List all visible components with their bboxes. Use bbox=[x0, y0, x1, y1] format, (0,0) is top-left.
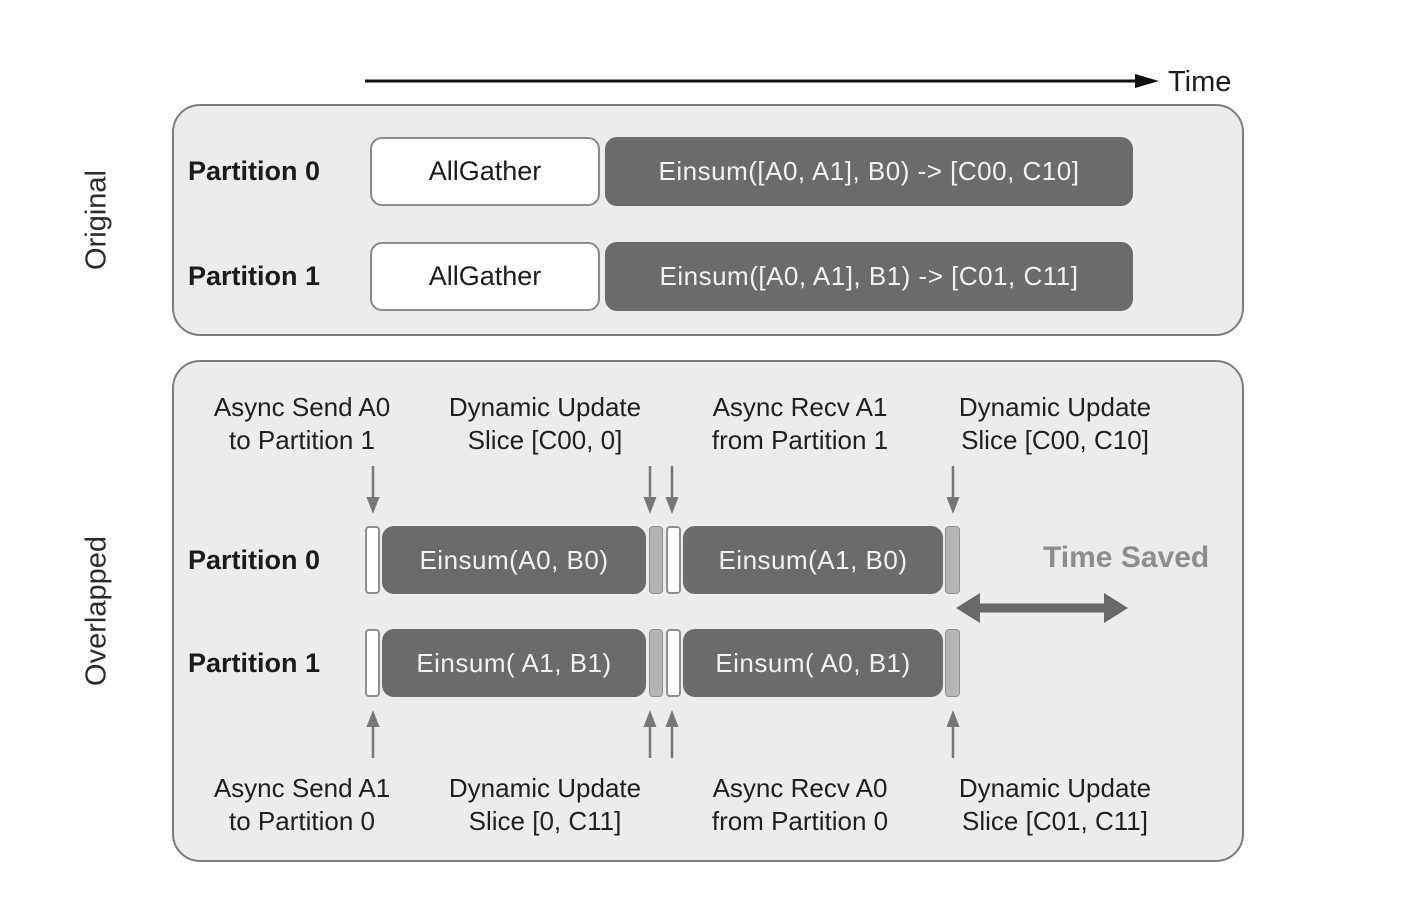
overlapped-p0-async-send-sliver bbox=[365, 526, 380, 594]
annotation-line: to Partition 0 bbox=[229, 806, 375, 836]
overlapped-p0-async-recv-sliver bbox=[666, 526, 681, 594]
annotation-line: Slice [C00, 0] bbox=[467, 425, 623, 455]
annotation-line: from Partition 1 bbox=[711, 425, 889, 455]
time-axis-arrow-icon bbox=[365, 74, 1159, 88]
overlapped-partition1-label: Partition 1 bbox=[188, 647, 321, 678]
annotation-line: Async Recv A1 bbox=[712, 392, 888, 422]
original-partition0-label: Partition 0 bbox=[188, 156, 321, 186]
annotation-line: Async Recv A0 bbox=[712, 773, 888, 803]
overlapped-p0-einsum1-box: Einsum(A0, B0) bbox=[382, 526, 646, 594]
annotation-line: Async Send A1 bbox=[213, 773, 391, 803]
time-axis-label: Time bbox=[1168, 66, 1232, 98]
annotation-dynamic-update-c00-c10: Dynamic Update Slice [C00, C10] bbox=[930, 391, 1180, 457]
overlapped-p1-dynamic-update-sliver bbox=[649, 629, 663, 697]
annotation-line: from Partition 0 bbox=[711, 806, 889, 836]
annotation-line: to Partition 1 bbox=[229, 425, 375, 455]
annotation-line: Dynamic Update bbox=[958, 392, 1152, 422]
original-partition0-einsum-box: Einsum([A0, A1], B0) -> [C00, C10] bbox=[605, 137, 1133, 206]
down-arrow-icon bbox=[946, 466, 960, 514]
section-label-original: Original bbox=[80, 170, 113, 270]
overlapped-p0-einsum2-box: Einsum(A1, B0) bbox=[683, 526, 943, 594]
annotation-async-send-a1: Async Send A1 to Partition 0 bbox=[177, 772, 427, 838]
annotation-line: Slice [C01, C11] bbox=[962, 806, 1148, 836]
annotation-line: Dynamic Update bbox=[958, 773, 1152, 803]
overlapped-p0-dynamic-update-sliver bbox=[649, 526, 663, 594]
overlapped-p1-einsum2-box: Einsum( A0, B1) bbox=[683, 629, 943, 697]
annotation-async-send-a0: Async Send A0 to Partition 1 bbox=[177, 391, 427, 457]
section-label-overlapped: Overlapped bbox=[80, 536, 113, 686]
up-arrow-icon bbox=[643, 710, 657, 758]
annotation-line: Slice [C00, C10] bbox=[961, 425, 1149, 455]
annotation-line: Slice [0, C11] bbox=[468, 806, 622, 836]
up-arrow-icon bbox=[366, 710, 380, 758]
annotation-dynamic-update-0-c11: Dynamic Update Slice [0, C11] bbox=[420, 772, 670, 838]
annotation-line: Dynamic Update bbox=[448, 773, 642, 803]
down-arrow-icon bbox=[366, 466, 380, 514]
original-partition1-einsum-box: Einsum([A0, A1], B1) -> [C01, C11] bbox=[605, 242, 1133, 311]
overlapped-p1-async-recv-sliver bbox=[666, 629, 681, 697]
annotation-async-recv-a1: Async Recv A1 from Partition 1 bbox=[675, 391, 925, 457]
overlapped-p1-einsum1-box: Einsum( A1, B1) bbox=[382, 629, 646, 697]
down-arrow-icon bbox=[643, 466, 657, 514]
overlapped-p0-dynamic-update-sliver-end bbox=[945, 526, 960, 594]
original-partition1-label: Partition 1 bbox=[188, 261, 321, 291]
annotation-dynamic-update-c00-0: Dynamic Update Slice [C00, 0] bbox=[420, 391, 670, 457]
original-partition1-allgather-box: AllGather bbox=[370, 242, 600, 311]
annotation-line: Async Send A0 bbox=[213, 392, 391, 422]
annotation-async-recv-a0: Async Recv A0 from Partition 0 bbox=[675, 772, 925, 838]
original-partition0-allgather-box: AllGather bbox=[370, 137, 600, 206]
time-saved-label: Time Saved bbox=[1043, 541, 1210, 574]
up-arrow-icon bbox=[946, 710, 960, 758]
down-arrow-icon bbox=[665, 466, 679, 514]
annotation-dynamic-update-c01-c11: Dynamic Update Slice [C01, C11] bbox=[930, 772, 1180, 838]
overlapped-partition0-label: Partition 0 bbox=[188, 544, 321, 575]
overlapped-p1-dynamic-update-sliver-end bbox=[945, 629, 960, 697]
up-arrow-icon bbox=[665, 710, 679, 758]
time-saved-double-arrow-icon bbox=[956, 593, 1128, 623]
annotation-line: Dynamic Update bbox=[448, 392, 642, 422]
overlapped-p1-async-send-sliver bbox=[365, 629, 380, 697]
